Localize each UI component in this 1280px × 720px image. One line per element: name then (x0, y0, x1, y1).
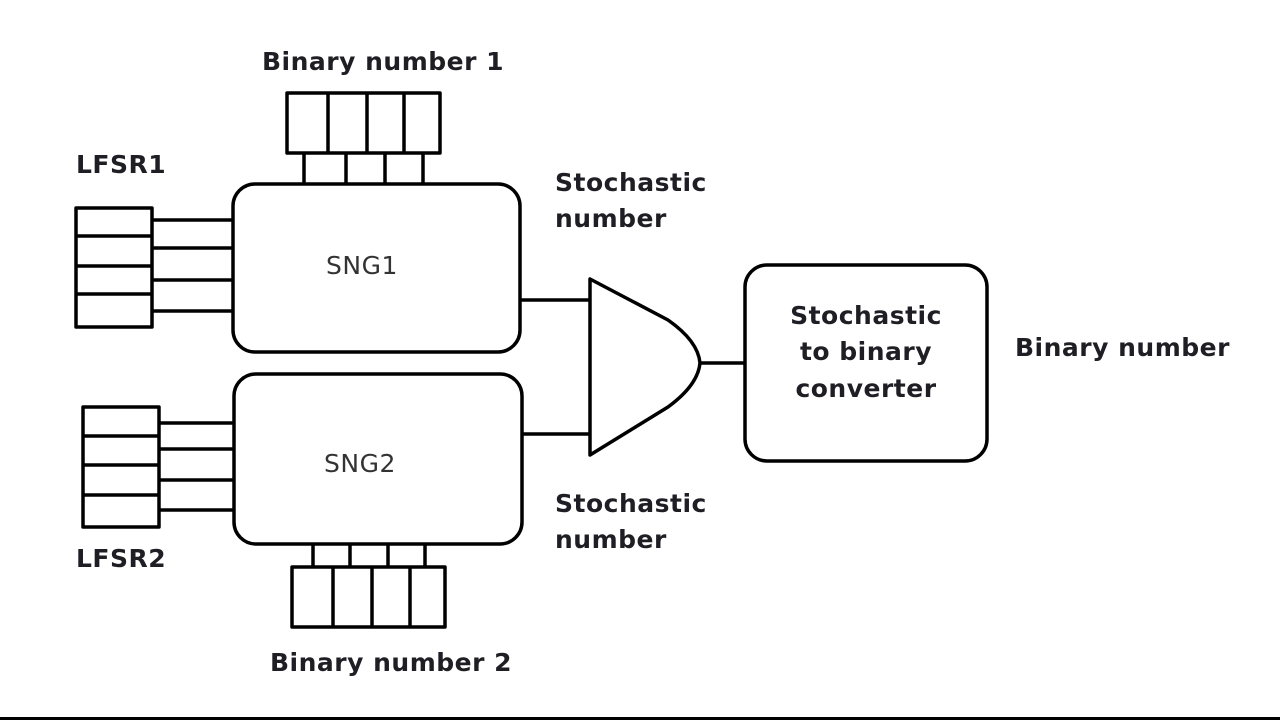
binary-number-1-label: Binary number 1 (262, 47, 505, 76)
stochastic-number-bottom-line-2: number (555, 525, 667, 555)
sng2-block (232, 372, 524, 546)
stochastic-number-top-line-2: number (555, 204, 667, 234)
binary-register-1-wires (302, 153, 425, 184)
converter-line-2: to binary (799, 337, 933, 367)
lfsr2-label: LFSR2 (76, 544, 167, 573)
sng1-block (231, 182, 522, 354)
binary-number-2-label: Binary number 2 (270, 648, 513, 677)
stochastic-number-bottom-label: Stochastic number (555, 486, 707, 559)
sng2-label: SNG2 (324, 449, 396, 478)
bottom-border (0, 717, 1280, 720)
lfsr2-register (81, 405, 161, 529)
and-gate (588, 277, 702, 457)
binary-register-1 (285, 91, 442, 155)
lfsr1-wires (152, 218, 233, 313)
binary-register-2-wires (311, 544, 427, 567)
sng1-label: SNG1 (326, 251, 398, 280)
stochastic-number-top-line-1: Stochastic (555, 168, 707, 197)
lfsr1-label: LFSR1 (76, 150, 167, 179)
lfsr1-register (74, 206, 154, 329)
stochastic-number-top-label: Stochastic number (555, 165, 707, 238)
lfsr2-wires (159, 421, 234, 512)
output-label: Binary number (1015, 333, 1230, 362)
converter-block (743, 263, 989, 463)
converter-line-3: converter (795, 373, 937, 403)
converter-label: Stochastic to binary converter (745, 298, 987, 407)
binary-register-2 (290, 565, 447, 629)
stochastic-number-bottom-line-1: Stochastic (555, 489, 707, 518)
converter-line-1: Stochastic (790, 301, 942, 330)
